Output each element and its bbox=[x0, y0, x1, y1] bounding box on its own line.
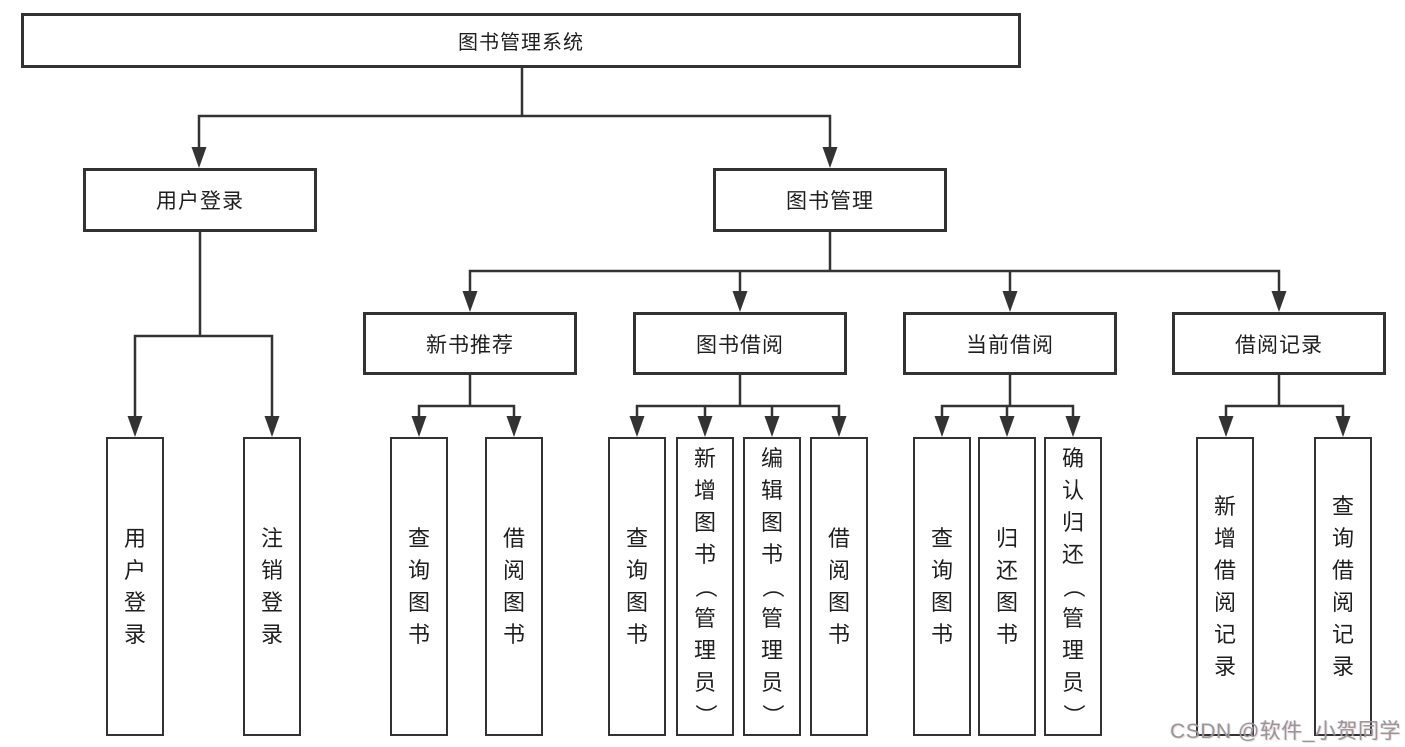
leaf-borrow-query-book-label: 查询图书 bbox=[625, 525, 648, 647]
leaf-recommend-borrow-book-label: 借阅图书 bbox=[502, 525, 525, 647]
leaf-borrow-add-book-admin: 新增图书（管理员） bbox=[676, 437, 734, 736]
node-book-management-label: 图书管理 bbox=[786, 190, 874, 213]
leaf-current-confirm-return-admin-label: 确认归还（管理员） bbox=[1060, 445, 1086, 726]
leaf-borrow-query-book: 查询图书 bbox=[608, 437, 666, 736]
node-new-book-recommend: 新书推荐 bbox=[363, 312, 577, 375]
leaf-record-add-record: 新增借阅记录 bbox=[1196, 437, 1254, 736]
leaf-current-query-book-label: 查询图书 bbox=[930, 525, 953, 647]
leaf-borrow-edit-book-admin: 编辑图书（管理员） bbox=[743, 437, 801, 736]
node-current-borrow-label: 当前借阅 bbox=[966, 333, 1054, 357]
leaf-current-confirm-return-admin: 确认归还（管理员） bbox=[1044, 437, 1102, 736]
leaf-borrow-edit-book-admin-label: 编辑图书（管理员） bbox=[759, 445, 785, 726]
leaf-record-query-record-label: 查询借阅记录 bbox=[1331, 493, 1354, 679]
leaf-record-add-record-label: 新增借阅记录 bbox=[1213, 493, 1236, 679]
node-book-borrow: 图书借阅 bbox=[633, 312, 847, 375]
node-borrow-record: 借阅记录 bbox=[1172, 312, 1386, 375]
leaf-current-return-book: 归还图书 bbox=[978, 437, 1036, 736]
leaf-borrow-borrow-book: 借阅图书 bbox=[810, 437, 868, 736]
node-user-login-label: 用户登录 bbox=[156, 190, 244, 213]
node-root-label: 图书管理系统 bbox=[458, 32, 584, 54]
node-new-book-recommend-label: 新书推荐 bbox=[426, 333, 514, 357]
watermark: CSDN @软件_小贺同学 bbox=[1170, 720, 1401, 743]
leaf-borrow-add-book-admin-label: 新增图书（管理员） bbox=[692, 445, 718, 726]
leaf-record-query-record: 查询借阅记录 bbox=[1314, 437, 1372, 736]
node-user-login: 用户登录 bbox=[83, 168, 317, 232]
node-book-borrow-label: 图书借阅 bbox=[696, 333, 784, 357]
leaf-borrow-borrow-book-label: 借阅图书 bbox=[827, 525, 850, 647]
leaf-current-return-book-label: 归还图书 bbox=[995, 525, 1018, 647]
leaf-user-login-label: 用户登录 bbox=[123, 525, 146, 647]
node-current-borrow: 当前借阅 bbox=[903, 312, 1117, 375]
arrowheads bbox=[127, 147, 1351, 437]
leaf-recommend-query-book: 查询图书 bbox=[390, 437, 448, 736]
connector-paths bbox=[133, 66, 1345, 421]
node-root: 图书管理系统 bbox=[21, 13, 1021, 68]
leaf-logout-label: 注销登录 bbox=[260, 525, 283, 647]
leaf-recommend-query-book-label: 查询图书 bbox=[407, 525, 430, 647]
node-borrow-record-label: 借阅记录 bbox=[1235, 333, 1323, 357]
leaf-recommend-borrow-book: 借阅图书 bbox=[485, 437, 543, 736]
leaf-current-query-book: 查询图书 bbox=[913, 437, 971, 736]
leaf-logout: 注销登录 bbox=[243, 437, 301, 736]
node-book-management: 图书管理 bbox=[713, 168, 947, 232]
leaf-user-login: 用户登录 bbox=[106, 437, 164, 736]
